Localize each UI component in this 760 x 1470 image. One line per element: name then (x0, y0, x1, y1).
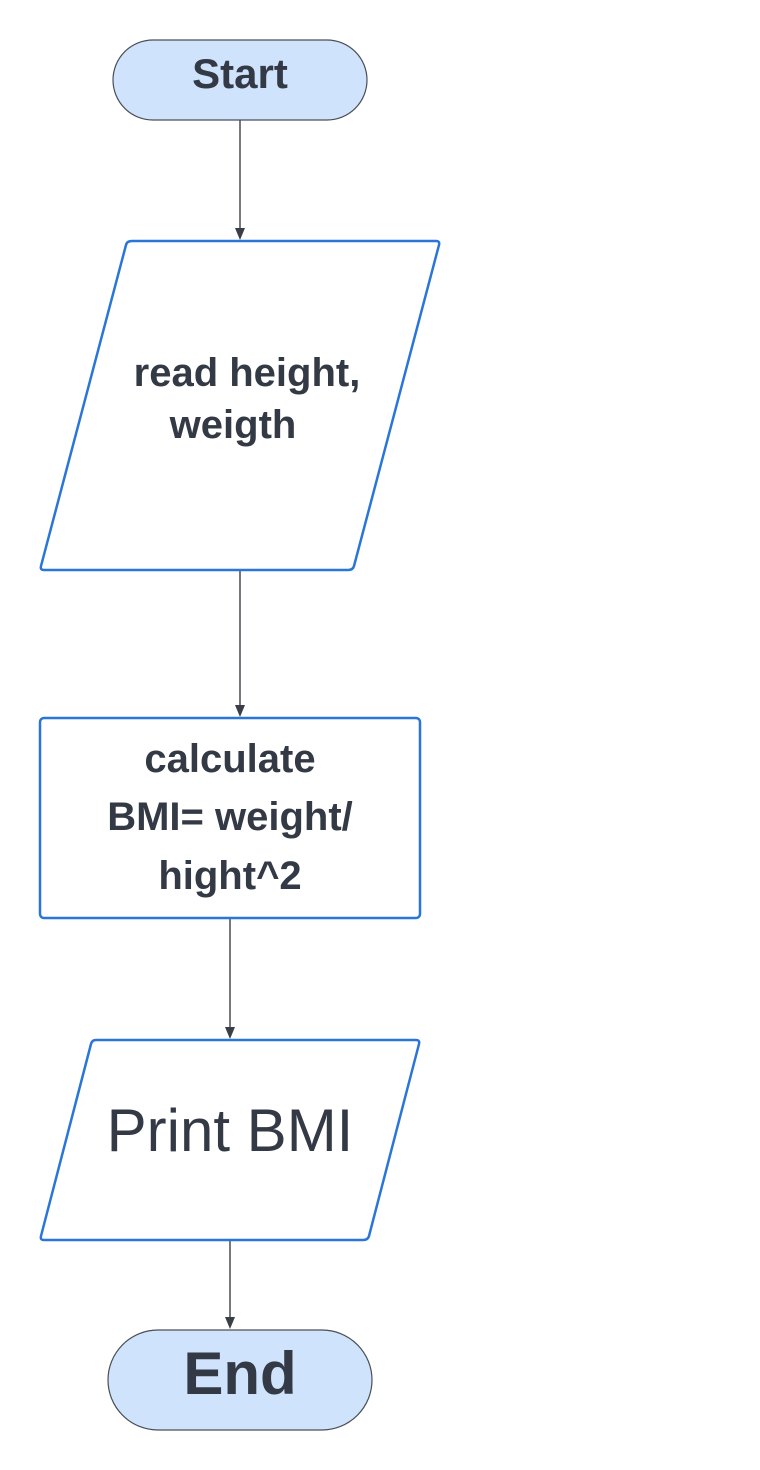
edge-input-to-calc (235, 570, 245, 717)
input-label-line-2: weigth (169, 403, 297, 447)
input-label-line-1: read height, (134, 351, 361, 395)
calc-label-line-2: BMI= weight/ (107, 795, 353, 839)
edge-start-to-input (235, 120, 245, 240)
edge-output-to-end (225, 1240, 235, 1329)
output-shape (39, 1038, 421, 1242)
edge-calc-to-output (225, 918, 235, 1039)
end-shape (107, 1329, 373, 1431)
start-shape (112, 39, 368, 121)
calc-label-line-1: calculate (144, 737, 315, 781)
end-node: End (107, 1329, 373, 1431)
calc-node: calculate BMI= weight/ hight^2 (38, 716, 422, 920)
end-label: End (183, 1340, 296, 1407)
output-label: Print BMI (107, 1097, 354, 1164)
output-node: Print BMI (39, 1038, 421, 1242)
calc-shape (38, 716, 422, 920)
calc-label-line-3: hight^2 (158, 854, 301, 898)
start-node: Start (112, 39, 368, 121)
start-label: Start (192, 50, 288, 97)
input-node: read height, weigth (39, 239, 441, 572)
input-shape (39, 239, 441, 572)
